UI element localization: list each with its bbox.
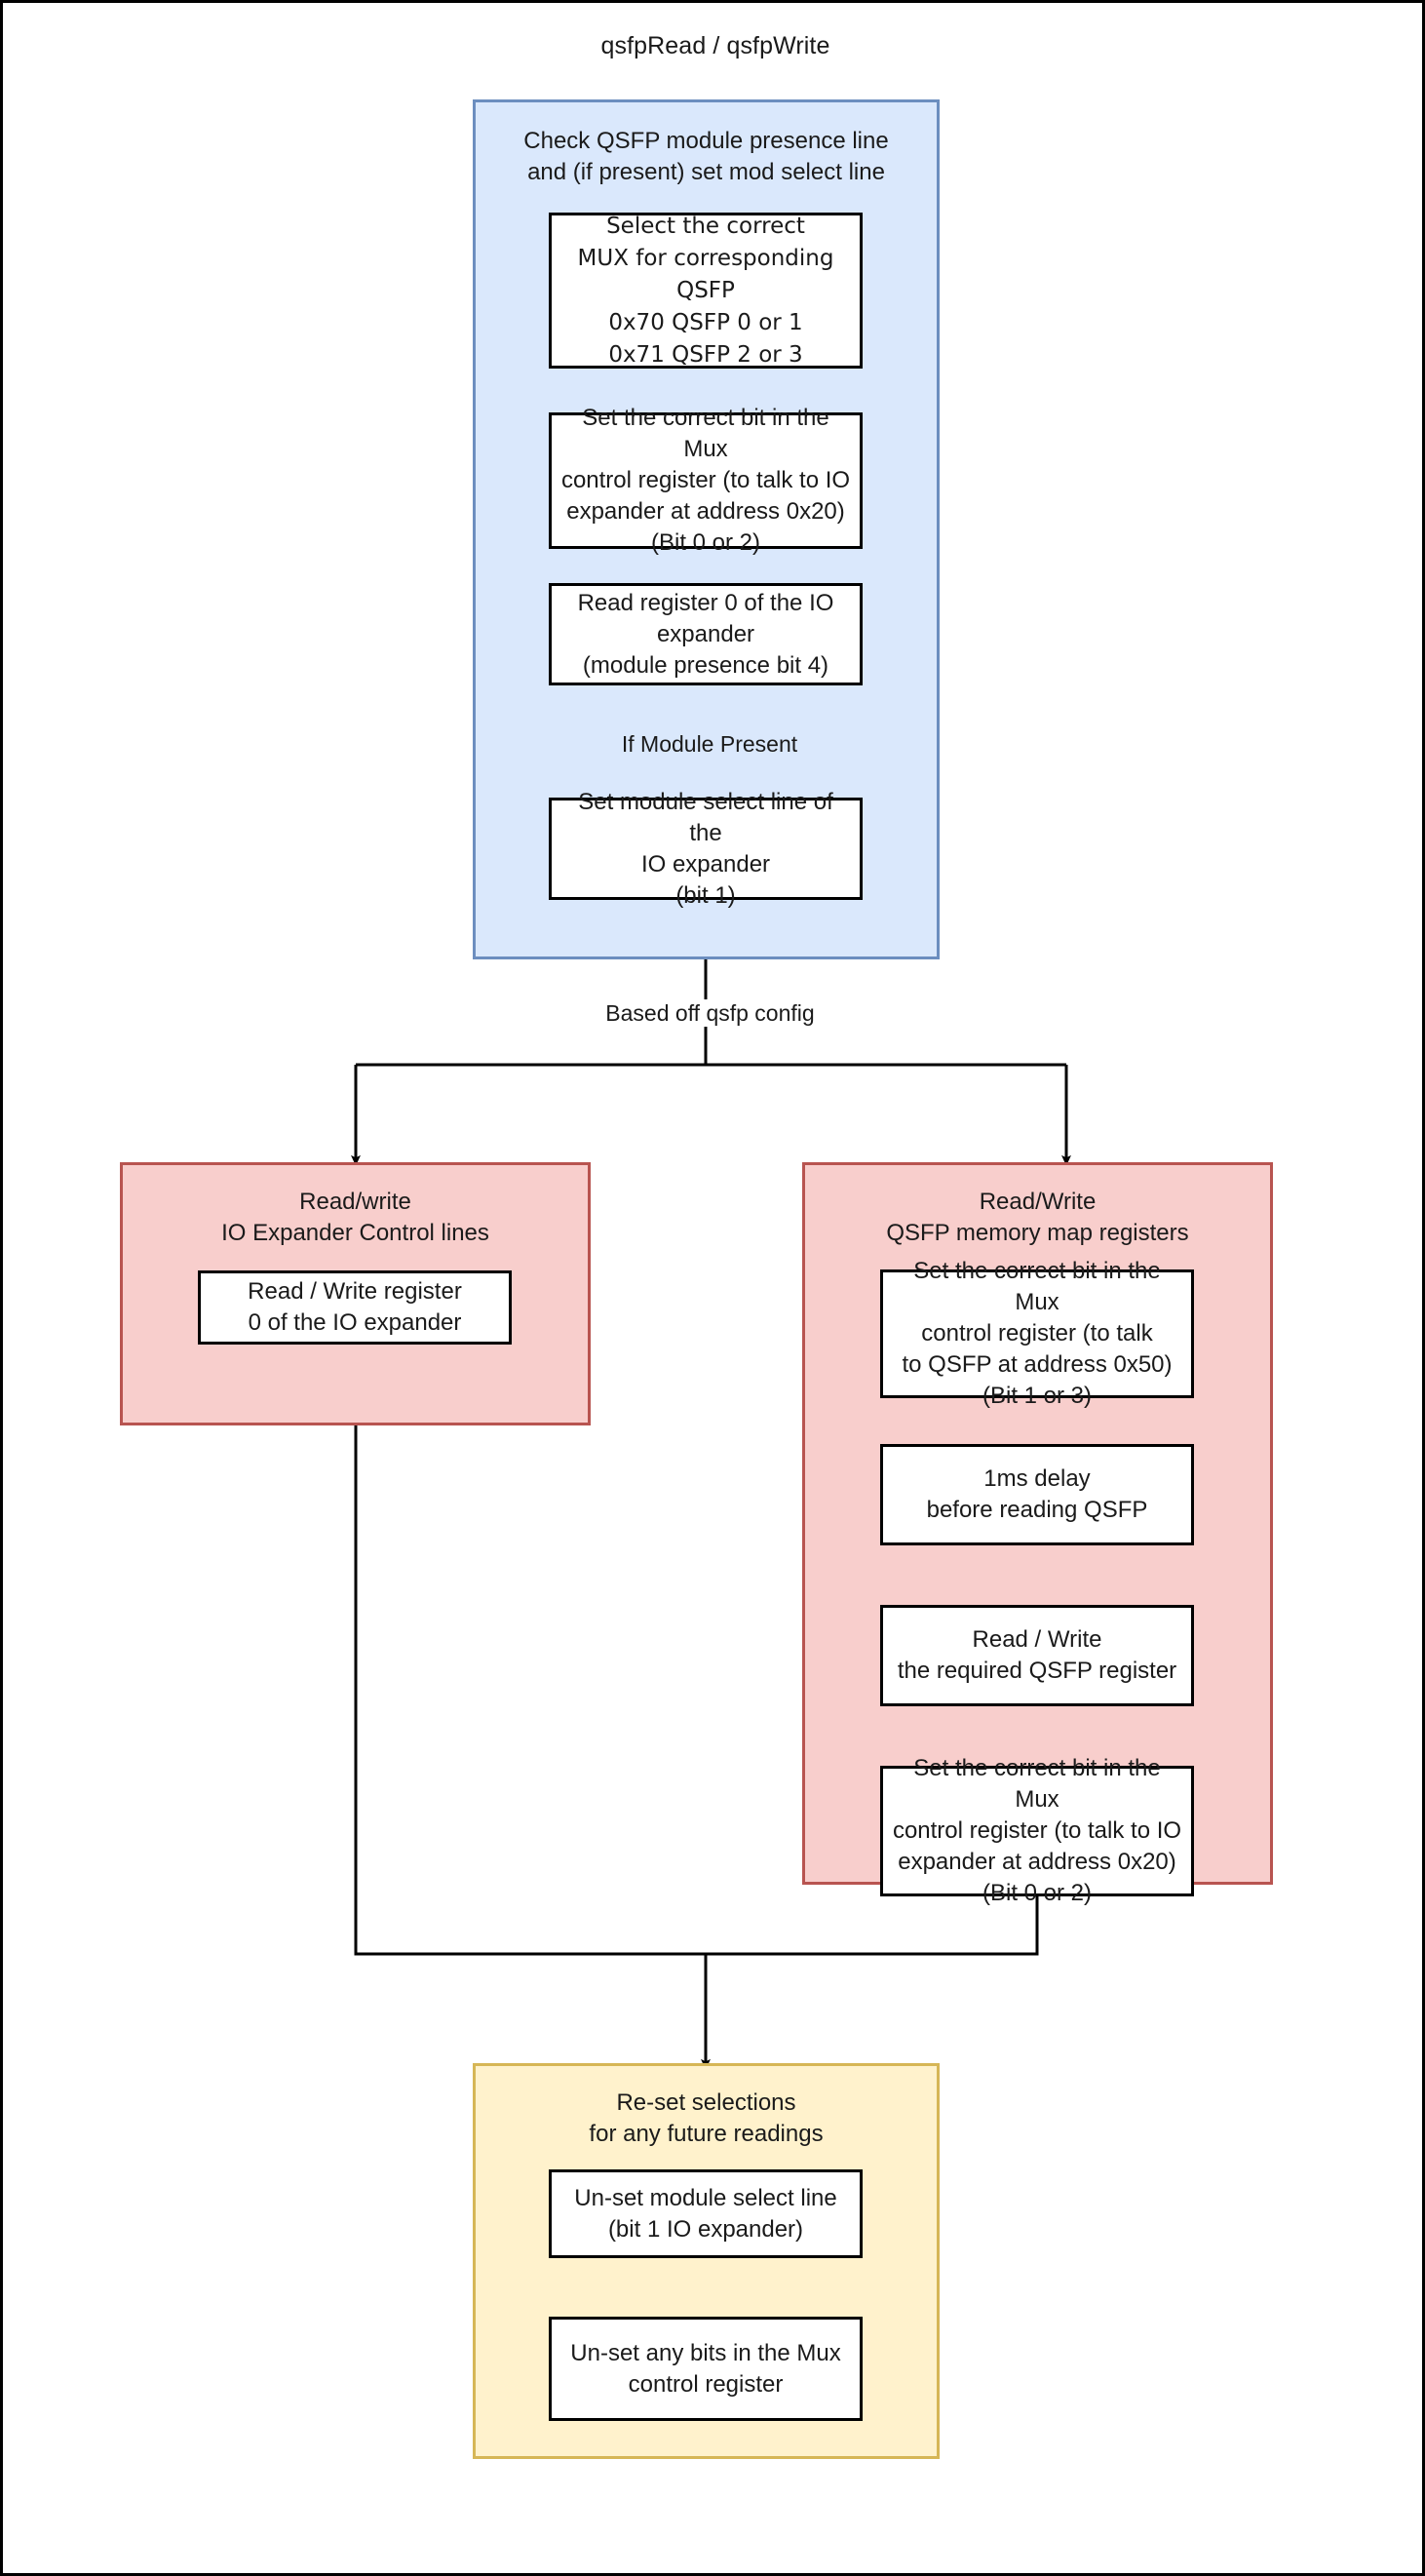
node-rw-register-0[interactable]: Read / Write register 0 of the IO expand… [198,1270,512,1345]
group-presence-check-title: Check QSFP module presence line and (if … [523,128,889,185]
node-unset-module-select[interactable]: Un-set module select line (bit 1 IO expa… [549,2169,863,2258]
node-set-mux-bit-io-2[interactable]: Set the correct bit in the Mux control r… [880,1755,1194,1906]
node-set-mux-bit-qsfp[interactable]: Set the correct bit in the Mux control r… [880,1258,1194,1409]
node-select-mux[interactable]: Select the correct MUX for corresponding… [549,213,863,369]
node-unset-mux-bits[interactable]: Un-set any bits in the Mux control regis… [549,2317,863,2421]
node-rw-qsfp-register[interactable]: Read / Write the required QSFP register [880,1605,1194,1706]
diagram-title: qsfpRead / qsfpWrite [600,32,830,59]
group-reset-selections-title: Re-set selections for any future reading… [589,2089,824,2147]
edge-label-based-off-qsfp-config: Based off qsfp config [473,999,947,1027]
group-io-expander-control-title: Read/write IO Expander Control lines [221,1189,489,1246]
edge-left-branch-merge [354,1425,706,1956]
node-delay-1ms[interactable]: 1ms delay before reading QSFP [880,1444,1194,1545]
group-qsfp-memory-map-title: Read/Write QSFP memory map registers [886,1189,1189,1246]
node-set-mux-bit-io[interactable]: Set the correct bit in the Mux control r… [549,405,863,556]
node-set-module-select[interactable]: Set module select line of the IO expande… [549,789,863,909]
node-read-register-0[interactable]: Read register 0 of the IO expander (modu… [549,583,863,685]
edge-label-if-module-present: If Module Present [549,730,870,758]
